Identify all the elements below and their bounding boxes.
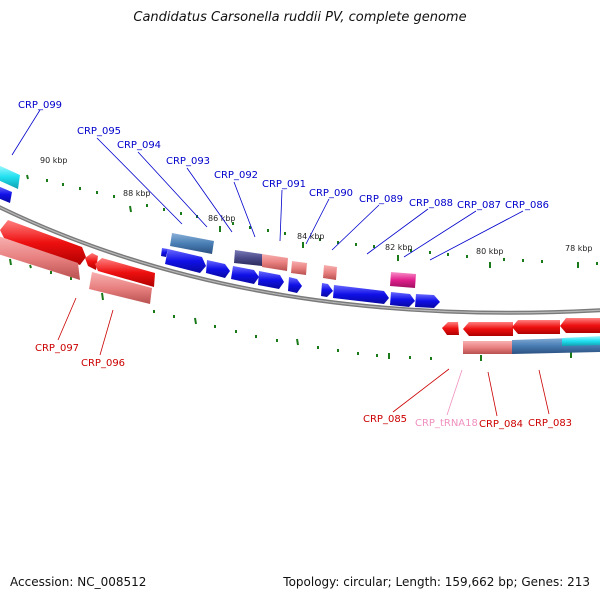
gene-label-crp-094[interactable]: CRP_094 bbox=[117, 140, 161, 151]
gene-label-crp-095[interactable]: CRP_095 bbox=[77, 126, 121, 137]
gene-crp-083-c[interactable] bbox=[562, 336, 600, 346]
gene-label-crp-087[interactable]: CRP_087 bbox=[457, 200, 501, 211]
gene-crp-093[interactable] bbox=[206, 260, 230, 278]
gene-crp-086[interactable] bbox=[415, 294, 440, 308]
gene-label-crp-084[interactable]: CRP_084 bbox=[479, 419, 523, 430]
gene-crp-093-b[interactable] bbox=[231, 266, 259, 284]
gene-crp-083[interactable] bbox=[560, 318, 600, 333]
genome-summary-text: Topology: circular; Length: 159,662 bp; … bbox=[283, 575, 590, 589]
kbp-label-80: 80 kbp bbox=[476, 247, 504, 256]
accession-text: Accession: NC_008512 bbox=[10, 575, 147, 589]
gene-crp-091[interactable] bbox=[288, 277, 302, 293]
feature-blue-left[interactable] bbox=[0, 186, 12, 203]
gene-crp-084-b[interactable] bbox=[463, 341, 512, 354]
gene-crp-092-top[interactable] bbox=[234, 250, 262, 266]
gene-crp-090-top[interactable] bbox=[323, 265, 337, 280]
leader-line-trna18 bbox=[446, 369, 463, 416]
gene-crp-090[interactable] bbox=[321, 283, 333, 297]
kbp-label-84: 84 kbp bbox=[297, 232, 325, 241]
kbp-label-90: 90 kbp bbox=[40, 156, 68, 165]
gene-crp-087-top[interactable] bbox=[390, 272, 416, 288]
kbp-label-78: 78 kbp bbox=[565, 244, 593, 253]
gene-label-crp-093[interactable]: CRP_093 bbox=[166, 156, 210, 167]
leader-lines-reverse bbox=[57, 297, 550, 417]
gene-label-crp-088[interactable]: CRP_088 bbox=[409, 198, 453, 209]
gene-label-crp-096[interactable]: CRP_096 bbox=[81, 358, 125, 369]
gene-crp-097-b[interactable] bbox=[0, 236, 80, 280]
gene-crp-092-blue[interactable] bbox=[258, 271, 284, 289]
outer-tick-ring bbox=[26, 174, 598, 268]
gene-crp-094-b[interactable] bbox=[165, 249, 206, 273]
gene-crp-088[interactable] bbox=[390, 292, 415, 307]
genome-backbone-highlight bbox=[0, 206, 600, 314]
gene-crp-085[interactable] bbox=[442, 322, 459, 335]
gene-crp-096-b[interactable] bbox=[95, 258, 155, 287]
gene-label-crp-085[interactable]: CRP_085 bbox=[363, 414, 407, 425]
gene-crp-091-top[interactable] bbox=[291, 261, 307, 275]
map-title: Candidatus Carsonella ruddii PV, complet… bbox=[133, 10, 467, 25]
gene-label-crp-090[interactable]: CRP_090 bbox=[309, 188, 353, 199]
gene-label-crp-099[interactable]: CRP_099 bbox=[18, 100, 62, 111]
kbp-label-82: 82 kbp bbox=[385, 243, 413, 252]
gene-crp-096-c[interactable] bbox=[89, 272, 152, 304]
gene-crp-092-b[interactable] bbox=[262, 254, 288, 271]
gene-crp-089[interactable] bbox=[333, 285, 389, 304]
kbp-label-88: 88 kbp bbox=[123, 189, 151, 198]
gene-label-crp-092[interactable]: CRP_092 bbox=[214, 170, 258, 181]
kbp-label-86: 86 kbp bbox=[208, 214, 236, 223]
gene-label-crp-089[interactable]: CRP_089 bbox=[359, 194, 403, 205]
gene-crp-085-b[interactable] bbox=[463, 322, 513, 336]
gene-label-trna18[interactable]: CRP_tRNA18 bbox=[415, 418, 478, 429]
leader-lines-forward bbox=[11, 109, 524, 261]
gene-crp-096-a[interactable] bbox=[85, 253, 98, 270]
gene-label-crp-091[interactable]: CRP_091 bbox=[262, 179, 306, 190]
feature-cyan-left[interactable] bbox=[0, 165, 20, 189]
gene-label-crp-086[interactable]: CRP_086 bbox=[505, 200, 549, 211]
gene-crp-094[interactable] bbox=[161, 248, 168, 257]
gene-label-crp-083[interactable]: CRP_083 bbox=[528, 418, 572, 429]
gene-label-crp-097[interactable]: CRP_097 bbox=[35, 343, 79, 354]
gene-crp-084[interactable] bbox=[512, 320, 560, 334]
gene-crp-097-a[interactable] bbox=[0, 220, 86, 265]
gene-crp-095-top[interactable] bbox=[170, 233, 214, 254]
